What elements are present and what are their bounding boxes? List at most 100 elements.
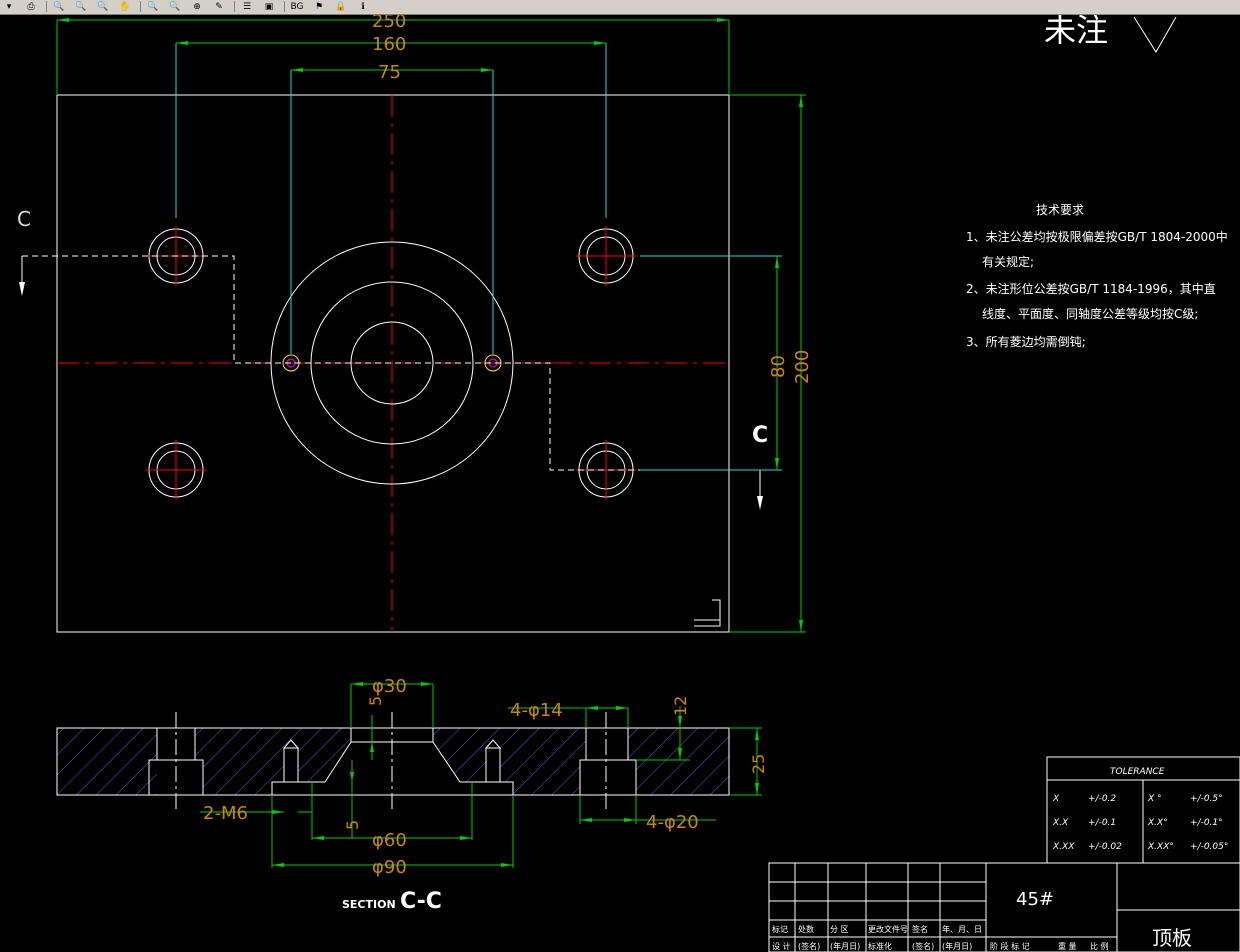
title-block-cell: 更改文件号	[868, 924, 908, 934]
pan-icon[interactable]: ✋	[119, 1, 131, 12]
toolbar-separator	[284, 1, 285, 12]
title-block-cell: (年月日)	[942, 941, 972, 951]
svg-text:2-M6: 2-M6	[203, 803, 248, 824]
tech-req-line: 3、所有菱边均需倒钝;	[966, 335, 1086, 349]
tech-req-line: 1、未注公差均按极限偏差按GB/T 1804-2000中	[966, 229, 1228, 244]
floppy-icon[interactable]: ▣	[264, 1, 274, 12]
dim-width-250: 250	[56, 15, 730, 95]
tolerance-cell: X.XX	[1052, 842, 1075, 852]
svg-text:4-φ20: 4-φ20	[646, 812, 699, 833]
title-block-cell: 分 区	[830, 925, 849, 934]
title-block-cell: 阶 段 标 记	[990, 941, 1030, 951]
dim-width-75: 75	[290, 62, 494, 354]
dim-phi60: φ60	[311, 782, 473, 851]
hole-bottom-left	[146, 440, 206, 500]
svg-text:φ30: φ30	[372, 676, 407, 697]
title-block-cell: 设 计	[772, 941, 791, 951]
print-icon[interactable]: ⎙	[27, 1, 35, 12]
section-label-left: C	[17, 207, 31, 231]
svg-text:200: 200	[792, 350, 813, 384]
dim-phi90: φ90	[271, 795, 514, 878]
dim-width-160: 160	[175, 34, 607, 218]
tolerance-cell: X °	[1147, 794, 1162, 804]
zoom-in-icon[interactable]: 🔍	[147, 1, 159, 12]
cad-toolbar: ▾ ⎙ 🔍 🔍 🔍 ✋ 🔍 🔍 ⊕ ✎ ☰ ▣ BG ⚑ 🔒 ℹ	[0, 0, 1240, 15]
dim-depth-5-bottom: 5	[343, 760, 362, 838]
svg-text:250: 250	[372, 15, 406, 32]
title-block-cell: 标记	[772, 924, 788, 934]
tech-req-line: 2、未注形位公差按GB/T 1184-1996，其中直	[966, 281, 1216, 296]
zoom-window-icon[interactable]: 🔍	[75, 1, 87, 12]
dim-depth-5-top: 5	[366, 696, 385, 760]
hole-top-right	[576, 226, 636, 286]
title-block-cell: 重 量	[1058, 941, 1077, 951]
section-caption-big: C-C	[400, 889, 442, 914]
tech-req-line: 有关规定;	[982, 254, 1034, 269]
dim-height-200: 200	[729, 94, 813, 633]
tolerance-cell: +/-0.2	[1088, 794, 1116, 804]
toolbar-separator	[140, 1, 141, 12]
part-name: 顶板	[1152, 926, 1192, 950]
lock-icon[interactable]: 🔒	[335, 1, 347, 12]
hole-bottom-right	[576, 440, 636, 500]
dim-4-phi14: 4-φ14	[508, 700, 629, 728]
stamp-icon[interactable]: ⚑	[314, 1, 324, 12]
zoom-realtime-icon[interactable]: 🔍	[53, 1, 65, 12]
title-block-cell: (签名)	[798, 941, 820, 951]
section-arrow-left	[19, 282, 25, 296]
title-block-cell: 签名	[912, 924, 928, 934]
info-icon[interactable]: ℹ	[361, 1, 365, 12]
brush-icon[interactable]: ✎	[215, 1, 223, 12]
svg-text:12: 12	[671, 696, 690, 716]
surface-note: 未注	[1044, 15, 1177, 53]
section-label-right: C	[752, 423, 768, 448]
svg-text:5: 5	[366, 696, 385, 706]
zoom-out-icon[interactable]: 🔍	[169, 1, 181, 12]
tolerance-cell: +/-0.05°	[1190, 842, 1228, 852]
text-bg-button[interactable]: BG	[290, 1, 304, 12]
tolerance-cell: +/-0.5°	[1190, 794, 1223, 804]
svg-text:5: 5	[343, 820, 362, 830]
svg-text:TOLERANCE: TOLERANCE	[1110, 767, 1165, 777]
svg-text:75: 75	[378, 62, 401, 83]
material-label: 45#	[1016, 889, 1054, 910]
zoom-extents-icon[interactable]: ⊕	[193, 1, 201, 12]
section-hatch	[57, 728, 729, 795]
corner-symbol	[694, 619, 721, 627]
tolerance-cell: +/-0.1	[1088, 818, 1116, 828]
title-block-cell: 标准化	[868, 941, 892, 951]
dim-thickness-25: 25	[729, 727, 768, 796]
tech-req-title: 技术要求	[1036, 203, 1084, 217]
tolerance-cell: X.X	[1052, 818, 1069, 828]
toolbar-separator	[46, 1, 47, 12]
svg-text:160: 160	[372, 34, 406, 55]
tech-req-line: 线度、平面度、同轴度公差等级均按C级;	[982, 306, 1198, 321]
svg-text:未注: 未注	[1044, 15, 1108, 49]
tolerance-cell: +/-0.02	[1088, 842, 1122, 852]
surface-finish-symbol	[1133, 16, 1177, 53]
svg-text:φ90: φ90	[372, 857, 407, 878]
title-block: 标记处数分 区更改文件号签名年、月、日 设 计(签名)(年月日)标准化(签名)(…	[768, 862, 1240, 952]
layer-icon[interactable]: ☰	[242, 1, 252, 12]
svg-text:25: 25	[749, 754, 768, 774]
dim-phi30: φ30	[350, 676, 434, 728]
svg-text:80: 80	[768, 355, 789, 378]
title-block-cell: 处数	[798, 924, 814, 934]
title-block-cell: 比 例	[1090, 941, 1109, 951]
title-block-cell: 年、月、日	[942, 924, 982, 934]
zoom-previous-icon[interactable]: 🔍	[97, 1, 109, 12]
tolerance-cell: X.XX°	[1147, 842, 1174, 852]
title-block-cell: (年月日)	[830, 941, 860, 951]
section-caption-small: SECTION	[342, 898, 396, 911]
section-arrow-right	[757, 496, 763, 510]
menu-dropdown-icon[interactable]: ▾	[6, 1, 12, 12]
dim-2-m6: 2-M6	[200, 803, 312, 824]
cad-drawing-canvas[interactable]: C C 250 160 75	[0, 15, 1240, 952]
svg-text:4-φ14: 4-φ14	[510, 700, 563, 721]
tolerance-cell: X.X°	[1147, 818, 1168, 828]
section-cut-line	[22, 255, 760, 471]
toolbar-separator	[234, 1, 235, 12]
svg-text:φ60: φ60	[372, 830, 407, 851]
section-view: φ30 5 4-φ14 12	[56, 676, 768, 914]
